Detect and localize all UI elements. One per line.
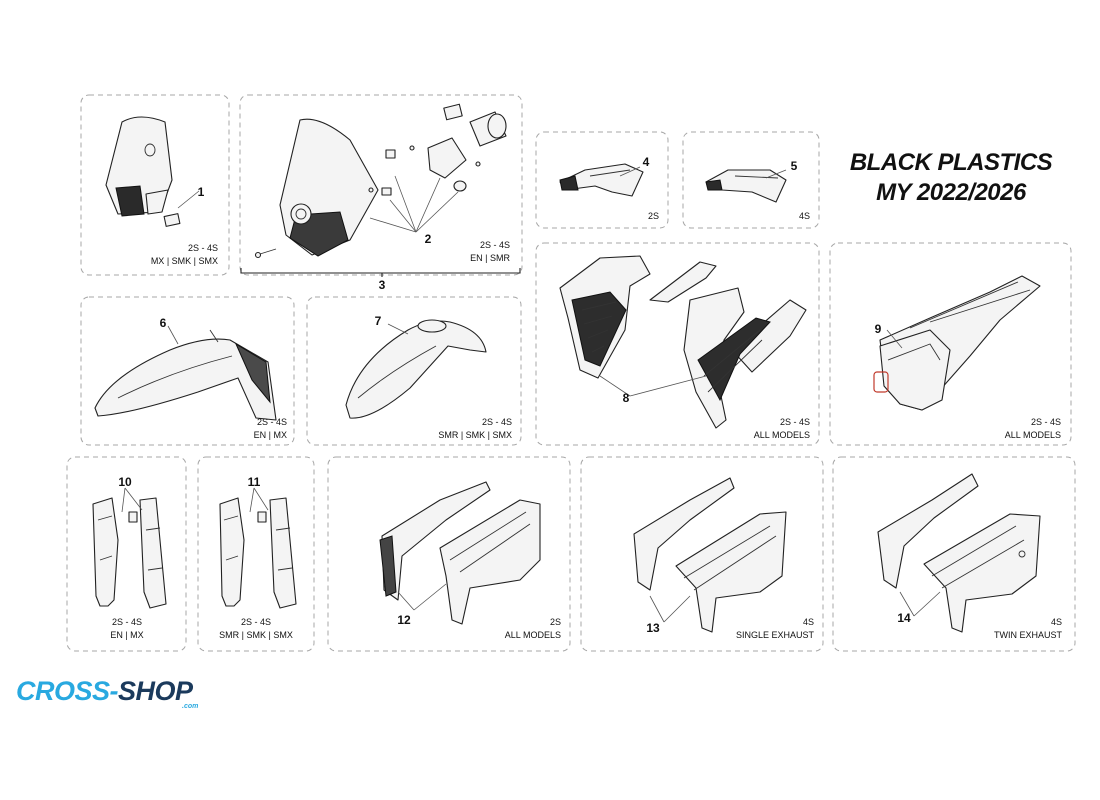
part-number-5: 5 [791,159,798,173]
frame-part-1 [80,94,230,276]
part-12-fit-line2: ALL MODELS [505,630,561,640]
part-7-fit-line1: 2S - 4S [482,417,512,427]
part-4-fit-line1: 2S [648,211,659,221]
page-title-line1: BLACK PLASTICS [850,149,1053,176]
rear-fender-drawing [873,275,1041,411]
part-14-fit-line1: 4S [1051,617,1062,627]
part-13-fit-line1: 4S [803,617,814,627]
part-2-fit-line2: EN | SMR [470,253,510,263]
front-fender-en-mx-drawing [94,325,277,421]
part-number-1: 1 [198,185,205,199]
logo-part-cross: CROSS [16,676,110,706]
part-1-fit-line2: MX | SMK | SMX [151,256,218,266]
part-number-2: 2 [425,232,432,246]
frame-part-7 [306,296,522,446]
side-panels-4s-single-drawing [633,477,787,633]
frame-part-14 [832,456,1076,652]
part-number-3: 3 [379,278,386,292]
part-number-14: 14 [897,611,911,625]
radiator-shrouds-drawing [559,255,807,429]
part-10-fit-line2: EN | MX [110,630,143,640]
fork-guards-en-mx-drawing [92,487,167,609]
part-number-12: 12 [397,613,411,627]
part-10-fit-line1: 2S - 4S [112,617,142,627]
part-2-fit-line1: 2S - 4S [480,240,510,250]
part-14-fit-line2: TWIN EXHAUST [994,630,1063,640]
frame-part-13 [580,456,824,652]
logo-part-shop: SHOP [118,676,194,706]
part-11-fit-line2: SMR | SMK | SMX [219,630,293,640]
logo-domain: .com [182,703,198,710]
page-title-line2: MY 2022/2026 [876,179,1027,206]
part-9-fit-line2: ALL MODELS [1005,430,1061,440]
part-6-fit-line2: EN | MX [254,430,287,440]
part-number-4: 4 [643,155,650,169]
part-number-9: 9 [875,322,882,336]
part-number-11: 11 [248,475,261,489]
frame-part-12 [327,456,571,652]
frame-part-2 [239,94,523,276]
logo-dash: - [110,676,119,706]
side-panel-4s-drawing [705,169,787,203]
frame-part-11 [197,456,315,652]
part-number-13: 13 [646,621,660,635]
part-8-fit-line2: ALL MODELS [754,430,810,440]
frame-part-5 [682,131,820,229]
part-number-7: 7 [375,314,382,328]
assembly-bracket [240,268,521,274]
frame-part-6 [80,296,295,446]
part-6-fit-line1: 2S - 4S [257,417,287,427]
part-9-fit-line1: 2S - 4S [1031,417,1061,427]
side-panel-2s-drawing [559,163,644,197]
number-plate-drawing [105,116,200,227]
front-fender-sm-drawing [345,319,487,419]
part-8-fit-line1: 2S - 4S [780,417,810,427]
part-1-fit-line1: 2S - 4S [188,243,218,253]
part-12-fit-line1: 2S [550,617,561,627]
part-number-10: 10 [118,475,132,489]
part-11-fit-line1: 2S - 4S [241,617,271,627]
part-7-fit-line2: SMR | SMK | SMX [438,430,512,440]
frame-part-4 [535,131,669,229]
part-5-fit-line1: 4S [799,211,810,221]
part-number-6: 6 [160,316,167,330]
side-panels-2s-drawing [379,481,541,625]
fork-guards-sm-drawing [219,487,297,609]
part-13-fit-line2: SINGLE EXHAUST [736,630,815,640]
part-number-8: 8 [623,391,630,405]
frame-part-8 [535,242,820,446]
frame-part-9 [829,242,1072,446]
svg-text:CROSS-SHOP: CROSS-SHOP [16,676,194,706]
side-panels-4s-twin-drawing [877,473,1041,633]
cross-shop-logo[interactable]: CROSS-SHOP .com [16,676,198,710]
headlight-assembly-drawing [254,103,507,259]
